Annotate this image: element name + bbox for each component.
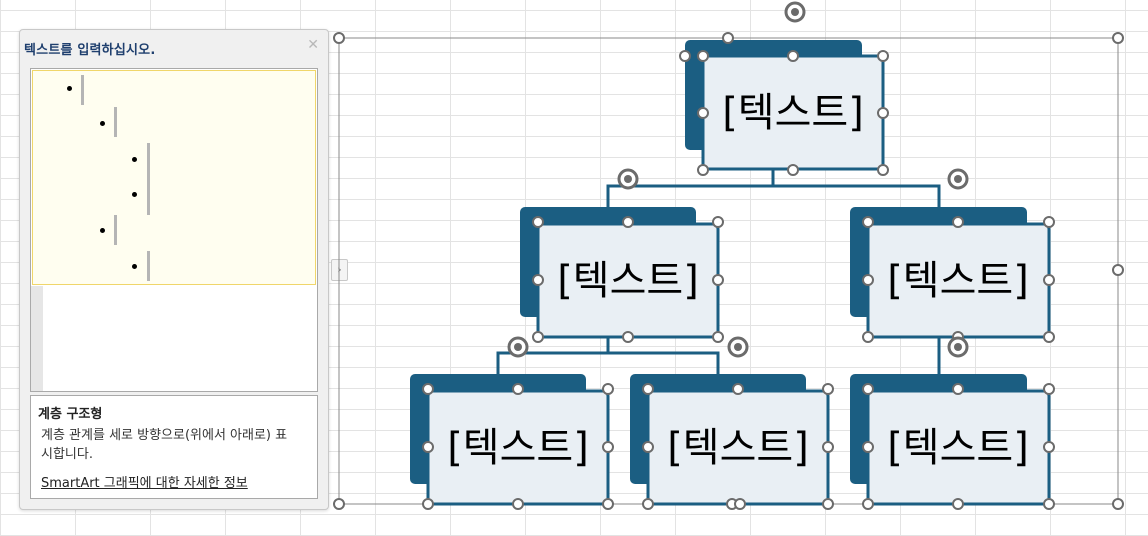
shadow-handle[interactable] [679, 50, 691, 62]
resize-handle[interactable] [1112, 32, 1124, 44]
node-text[interactable]: [텍스트] [887, 425, 1029, 471]
rotate-icon-dot [514, 343, 522, 351]
node-text[interactable]: [텍스트] [557, 258, 699, 304]
frame-handles[interactable] [333, 32, 1124, 510]
resize-handle[interactable] [333, 32, 345, 44]
bullet-level1 [67, 86, 72, 91]
layout-info: 계층 구조형 계층 관계를 세로 방향으로(위에서 아래로) 표시합니다. Sm… [30, 395, 318, 499]
bullet-level3 [132, 157, 137, 162]
node-level3-a[interactable]: [텍스트] [410, 336, 614, 510]
rotate-icon-dot [624, 175, 632, 183]
close-icon[interactable]: ✕ [307, 37, 319, 53]
node-level3-c[interactable]: [텍스트] [850, 336, 1055, 510]
bullet-selection [32, 70, 316, 285]
node-handles[interactable] [697, 50, 889, 176]
connector-line [606, 170, 775, 207]
resize-handle[interactable] [333, 498, 345, 510]
layout-name: 계층 구조형 [38, 407, 103, 422]
node-handles[interactable] [422, 383, 614, 510]
rotate-icon-dot [954, 343, 962, 351]
node-text[interactable]: [텍스트] [667, 425, 809, 471]
bullet-level2 [100, 121, 105, 126]
bullet-level3 [132, 192, 137, 197]
node-root[interactable]: [텍스트] [679, 1, 889, 176]
text-caret[interactable] [114, 215, 117, 245]
pane-title: 텍스트를 입력하십시오. [24, 43, 156, 58]
text-caret[interactable] [114, 107, 117, 137]
node-level2-right[interactable]: [텍스트] [850, 168, 1055, 343]
node-handles[interactable] [862, 383, 1055, 510]
node-level2-left[interactable]: [텍스트] [520, 168, 724, 343]
node-handles[interactable] [642, 383, 834, 510]
bullet-level3 [132, 264, 137, 269]
rotate-icon-dot [791, 8, 799, 16]
connectors [496, 170, 941, 374]
text-caret[interactable] [81, 75, 84, 105]
node-level3-b[interactable]: [텍스트] [630, 336, 834, 510]
resize-handle[interactable] [1112, 498, 1124, 510]
connector-line [773, 184, 941, 207]
rotate-icon-dot [954, 175, 962, 183]
gutter [31, 286, 43, 391]
node-handles[interactable] [532, 216, 724, 343]
rotate-icon-dot [734, 343, 742, 351]
resize-handle[interactable] [1112, 264, 1124, 276]
text-pane: 텍스트를 입력하십시오. ✕ 계층 구조형 계층 관계를 세로 방향으로(위에서… [19, 29, 329, 510]
text-caret[interactable] [147, 251, 150, 281]
text-caret[interactable] [147, 143, 150, 215]
bullet-level2 [100, 228, 105, 233]
connector-line [496, 337, 610, 374]
node-text[interactable]: [텍스트] [447, 425, 589, 471]
more-info-link[interactable]: SmartArt 그래픽에 대한 자세한 정보 [41, 476, 248, 491]
node-text[interactable]: [텍스트] [722, 90, 864, 136]
layout-description: 계층 관계를 세로 방향으로(위에서 아래로) 표시합니다. [41, 428, 288, 462]
connector-line [608, 351, 720, 374]
shadow-handle[interactable] [722, 32, 734, 44]
node-text[interactable]: [텍스트] [887, 258, 1029, 304]
bullet-list[interactable] [30, 68, 318, 392]
